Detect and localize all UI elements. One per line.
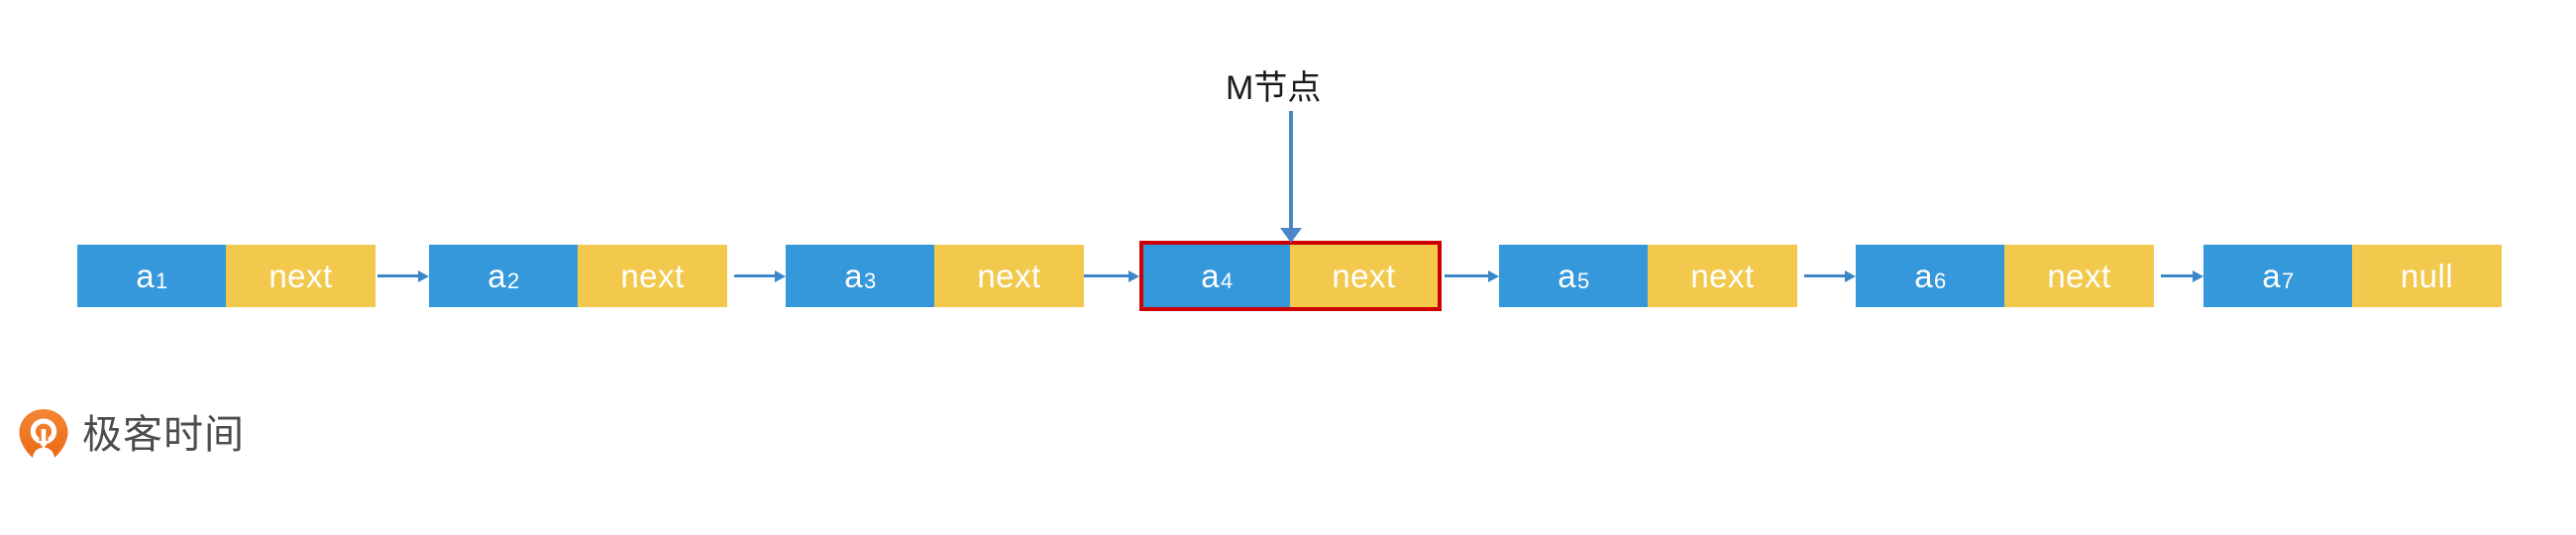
node-data-subscript: 7 xyxy=(2282,268,2295,293)
watermark-brand-text: 极客时间 xyxy=(82,412,245,458)
arrow-head xyxy=(1488,269,1499,282)
arrow-shaft xyxy=(734,274,775,277)
node-null-pointer-cell: null xyxy=(2352,245,2502,307)
link-arrow-6-to-7 xyxy=(2161,269,2203,282)
link-arrow-3-to-4 xyxy=(1084,269,1139,282)
node-data-label: a xyxy=(844,258,864,294)
arrow-head xyxy=(2193,269,2203,282)
node-data-label: a xyxy=(2262,258,2282,294)
node-data-subscript: 1 xyxy=(156,268,168,293)
node-pointer-cell: next xyxy=(578,245,727,307)
node-data-subscript: 5 xyxy=(1577,268,1590,293)
m-node-callout-arrow-head xyxy=(1280,228,1302,243)
node-data-subscript: 4 xyxy=(1221,268,1234,293)
watermark-logo: 极客时间 xyxy=(18,408,245,462)
node-data-label: a xyxy=(487,258,507,294)
arrow-head xyxy=(1845,269,1856,282)
link-arrow-2-to-3 xyxy=(734,269,786,282)
arrow-head xyxy=(418,269,429,282)
link-arrow-4-to-5 xyxy=(1445,269,1499,282)
arrow-head xyxy=(1128,269,1139,282)
node-data-subscript: 3 xyxy=(864,268,877,293)
node-data-subscript: 6 xyxy=(1934,268,1947,293)
node-pointer-cell: next xyxy=(1290,245,1438,307)
link-arrow-5-to-6 xyxy=(1804,269,1856,282)
node-pointer-cell: next xyxy=(934,245,1084,307)
node-data-label: a xyxy=(1557,258,1577,294)
node-data-subscript: 2 xyxy=(507,268,520,293)
node-data-label: a xyxy=(1914,258,1934,294)
link-arrow-1-to-2 xyxy=(377,269,429,282)
arrow-shaft xyxy=(377,274,418,277)
arrow-head xyxy=(775,269,786,282)
arrow-shaft xyxy=(1804,274,1845,277)
arrow-shaft xyxy=(1084,274,1128,277)
m-node-callout-label: M节点 xyxy=(1226,69,1322,107)
node-data-label: a xyxy=(1201,258,1221,294)
arrow-shaft xyxy=(1445,274,1488,277)
geektime-pin-icon xyxy=(19,409,68,458)
node-data-label: a xyxy=(136,258,156,294)
m-node-callout-arrow-shaft xyxy=(1289,111,1293,230)
node-pointer-cell: next xyxy=(2004,245,2154,307)
node-pointer-cell: next xyxy=(226,245,376,307)
arrow-shaft xyxy=(2161,274,2193,277)
node-pointer-cell: next xyxy=(1648,245,1797,307)
